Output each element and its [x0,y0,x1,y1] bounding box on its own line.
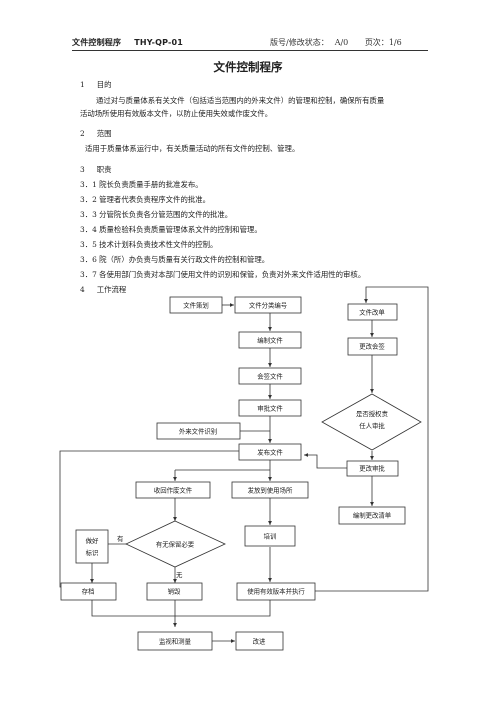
box-distribute: 发放到使用场所 [231,481,309,499]
svg-text:外来文件识别: 外来文件识别 [179,427,217,436]
svg-text:收回作废文件: 收回作废文件 [154,486,193,495]
header-version-label: 版号/修改状态： [270,38,329,47]
svg-text:销毁: 销毁 [168,587,181,596]
label-yes: 有 [117,534,123,543]
box-training: 培训 [244,525,296,547]
section-duty-num: 3 [80,165,85,174]
section-flow-title: 工作流程 [96,285,127,294]
duty-item: 3．2 管理者代表负责程序文件的批准。 [80,195,211,204]
header-page-label: 页次： [364,38,389,47]
duty-item: 3．3 分管院长负责各分管范围的文件的批准。 [80,210,233,219]
svg-text:文件改单: 文件改单 [359,308,385,317]
box-mark-identify: 做好标识 [75,529,109,564]
svg-text:存档: 存档 [82,587,95,596]
label-no: 无 [176,571,183,579]
svg-text:更改审批: 更改审批 [359,464,385,473]
header-left: 文件控制程序 THY-QP-01 [72,37,193,48]
svg-text:培训: 培训 [264,532,277,541]
decision-need-keep: 有无保留必要 [125,520,226,568]
duty-item: 3．4 质量检验科负责质量管理体系文件的控制和管理。 [80,225,262,234]
section-purpose-heading: 1 目的 [80,79,112,90]
box-doc-change: 文件改单 [347,303,398,321]
decision-authorized-approval: 是否授权责任人审批 [321,393,422,451]
section-purpose-num: 1 [80,80,85,89]
header-doc-name: 文件控制程序 [72,38,122,47]
box-publish: 发布文件 [238,443,302,461]
duty-item: 3．6 院（所）办负责与质量有关行政文件的控制和管理。 [80,255,270,264]
header-right: 版号/修改状态： A/0 页次：1/6 [270,37,408,48]
section-duty-heading: 3 职责 [80,164,112,175]
svg-text:发放到使用场所: 发放到使用场所 [248,486,293,495]
box-countersign: 会签文件 [238,367,302,385]
section-scope-title: 范围 [96,129,112,138]
box-use-valid: 使用有效版本并执行 [236,582,316,601]
svg-text:会签文件: 会签文件 [257,372,283,381]
header-version-value: A/0 [334,38,349,47]
svg-text:审批文件: 审批文件 [257,404,283,413]
svg-text:是否授权责任人审批: 是否授权责任人审批 [356,409,389,430]
svg-text:有无保留必要: 有无保留必要 [156,540,195,549]
flow-connectors [59,286,429,643]
header-page-value: 1/6 [388,38,402,47]
section-purpose-line1: 通过对与质量体系有关文件（包括适当范围内的外来文件）的管理和控制，确保所有质量 [96,96,385,105]
section-scope-num: 2 [80,129,85,138]
section-purpose-title: 目的 [96,80,112,89]
box-recall-obsolete: 收回作废文件 [135,481,211,499]
section-flow-num: 4 [80,285,85,294]
section-scope-heading: 2 范围 [80,128,112,139]
header-doc-code: THY-QP-01 [134,38,184,47]
svg-text:改进: 改进 [253,637,266,646]
svg-text:使用有效版本并执行: 使用有效版本并执行 [247,587,305,596]
box-draft: 编制文件 [238,331,302,349]
page-title: 文件控制程序 [213,60,283,74]
section-scope-line1: 适用于质量体系运行中，有关质量活动的所有文件的控制、管理。 [85,144,300,153]
box-doc-plan: 文件策划 [169,296,223,314]
svg-text:文件策划: 文件策划 [183,301,209,310]
duty-item: 3．1 院长负责质量手册的批准发布。 [80,180,203,189]
box-improve: 改进 [235,631,284,651]
duty-item: 3．5 技术计划科负责技术性文件的控制。 [80,240,218,249]
svg-text:编制文件: 编制文件 [257,336,283,345]
duty-item: 3．7 各使用部门负责对本部门使用文件的识别和保管，负责对外来文件适用性的审核。 [80,270,366,279]
box-change-countersign: 更改会签 [347,337,398,356]
box-approve: 审批文件 [238,399,302,417]
section-purpose-line2: 活动场所使用有效版本文件，以防止使用失效或作废文件。 [80,109,273,118]
section-duty-title: 职责 [96,165,112,174]
svg-text:监视和测量: 监视和测量 [159,637,192,646]
svg-text:文件分类编号: 文件分类编号 [249,301,287,310]
page-header: 文件控制程序 THY-QP-01 版号/修改状态： A/0 页次：1/6 [72,36,428,51]
box-external-identify: 外来文件识别 [156,422,241,440]
svg-text:发布文件: 发布文件 [257,448,283,457]
box-destroy: 销毁 [146,582,203,601]
box-change-approve: 更改审批 [346,460,399,477]
box-doc-classify: 文件分类编号 [234,296,302,314]
box-change-list: 编制更改清单 [338,506,406,525]
svg-text:编制更改清单: 编制更改清单 [353,511,392,520]
box-archive: 存档 [60,582,117,601]
svg-text:做好标识: 做好标识 [86,536,99,557]
section-flow-heading: 4 工作流程 [80,284,126,295]
box-monitor: 监视和测量 [137,631,213,651]
svg-text:更改会签: 更改会签 [359,342,385,351]
